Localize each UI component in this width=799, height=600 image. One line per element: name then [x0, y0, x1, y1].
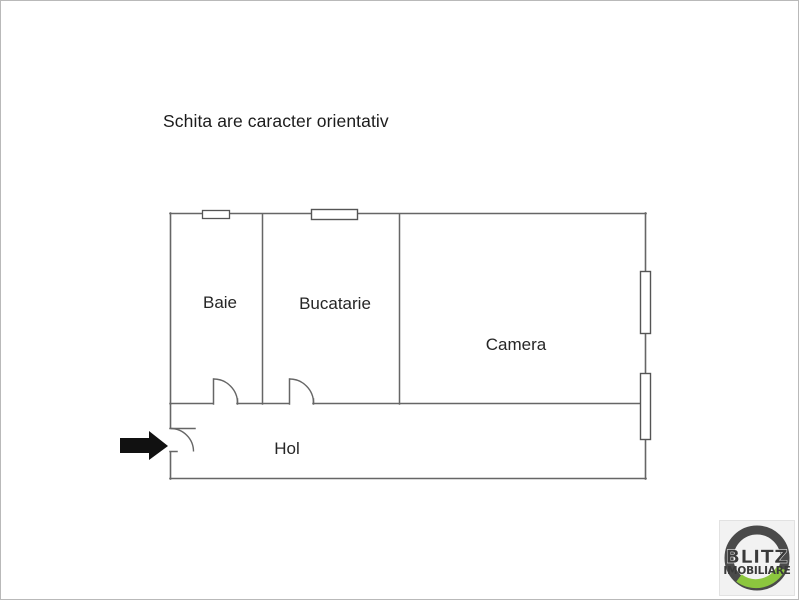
- room-label-camera: Camera: [485, 335, 547, 354]
- door-arc-baie: [213, 378, 239, 404]
- window-baie-top: [201, 209, 231, 220]
- door-arc-entrance: [170, 427, 195, 452]
- entrance-arrow-glyph: [120, 431, 168, 460]
- entrance-arrow: [120, 431, 168, 460]
- window-camera-right-upper: [639, 270, 652, 335]
- room-label-hol: Hol: [274, 439, 300, 458]
- interior-walls: [169, 213, 647, 453]
- page-title: Schita are caracter orientativ: [163, 111, 389, 131]
- room-label-bucatarie: Bucatarie: [299, 294, 371, 313]
- door-arc-bucatarie: [289, 378, 315, 404]
- door-arcs: [170, 378, 315, 452]
- logo-ring-graphic: [724, 525, 790, 591]
- room-label-baie: Baie: [202, 293, 238, 312]
- window-bucatarie-top: [310, 208, 359, 221]
- logo-watermark: BLITZ IMOBILIARE: [719, 520, 795, 596]
- outer-walls: [169, 212, 647, 480]
- logo-accent-arc: [736, 565, 786, 589]
- windows: [201, 208, 652, 441]
- window-camera-right-lower: [639, 372, 652, 441]
